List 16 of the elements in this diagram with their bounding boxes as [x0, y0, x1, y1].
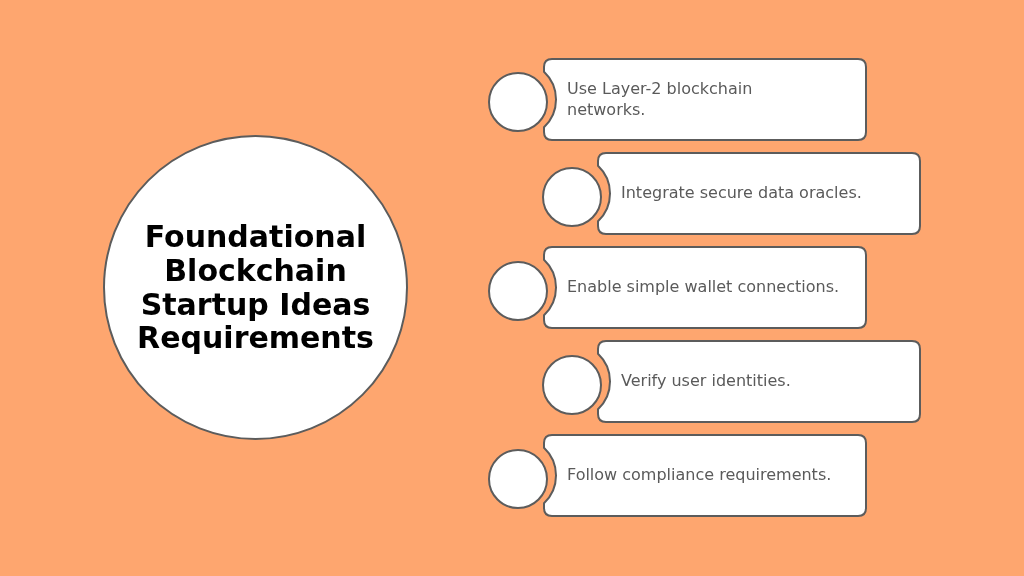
- empty-circle: [488, 261, 548, 321]
- requirement-card: [543, 434, 867, 517]
- requirement-card: [597, 152, 921, 235]
- requirement-text: Follow compliance requirements.: [567, 465, 832, 486]
- requirement-card: [597, 340, 921, 423]
- requirement-text: Verify user identities.: [621, 371, 791, 392]
- title-text: Foundational Blockchain Startup Ideas Requirements: [136, 220, 375, 355]
- requirement-text: Enable simple wallet connections.: [567, 277, 840, 298]
- requirement-text: Integrate secure data oracles.: [621, 183, 862, 204]
- requirement-text: Use Layer-2 blockchain networks.: [567, 78, 754, 121]
- empty-circle: [542, 355, 602, 415]
- empty-circle: [488, 72, 548, 132]
- requirement-card: [543, 246, 867, 329]
- empty-circle: [542, 167, 602, 227]
- empty-circle: [488, 449, 548, 509]
- requirement-card: [543, 58, 867, 141]
